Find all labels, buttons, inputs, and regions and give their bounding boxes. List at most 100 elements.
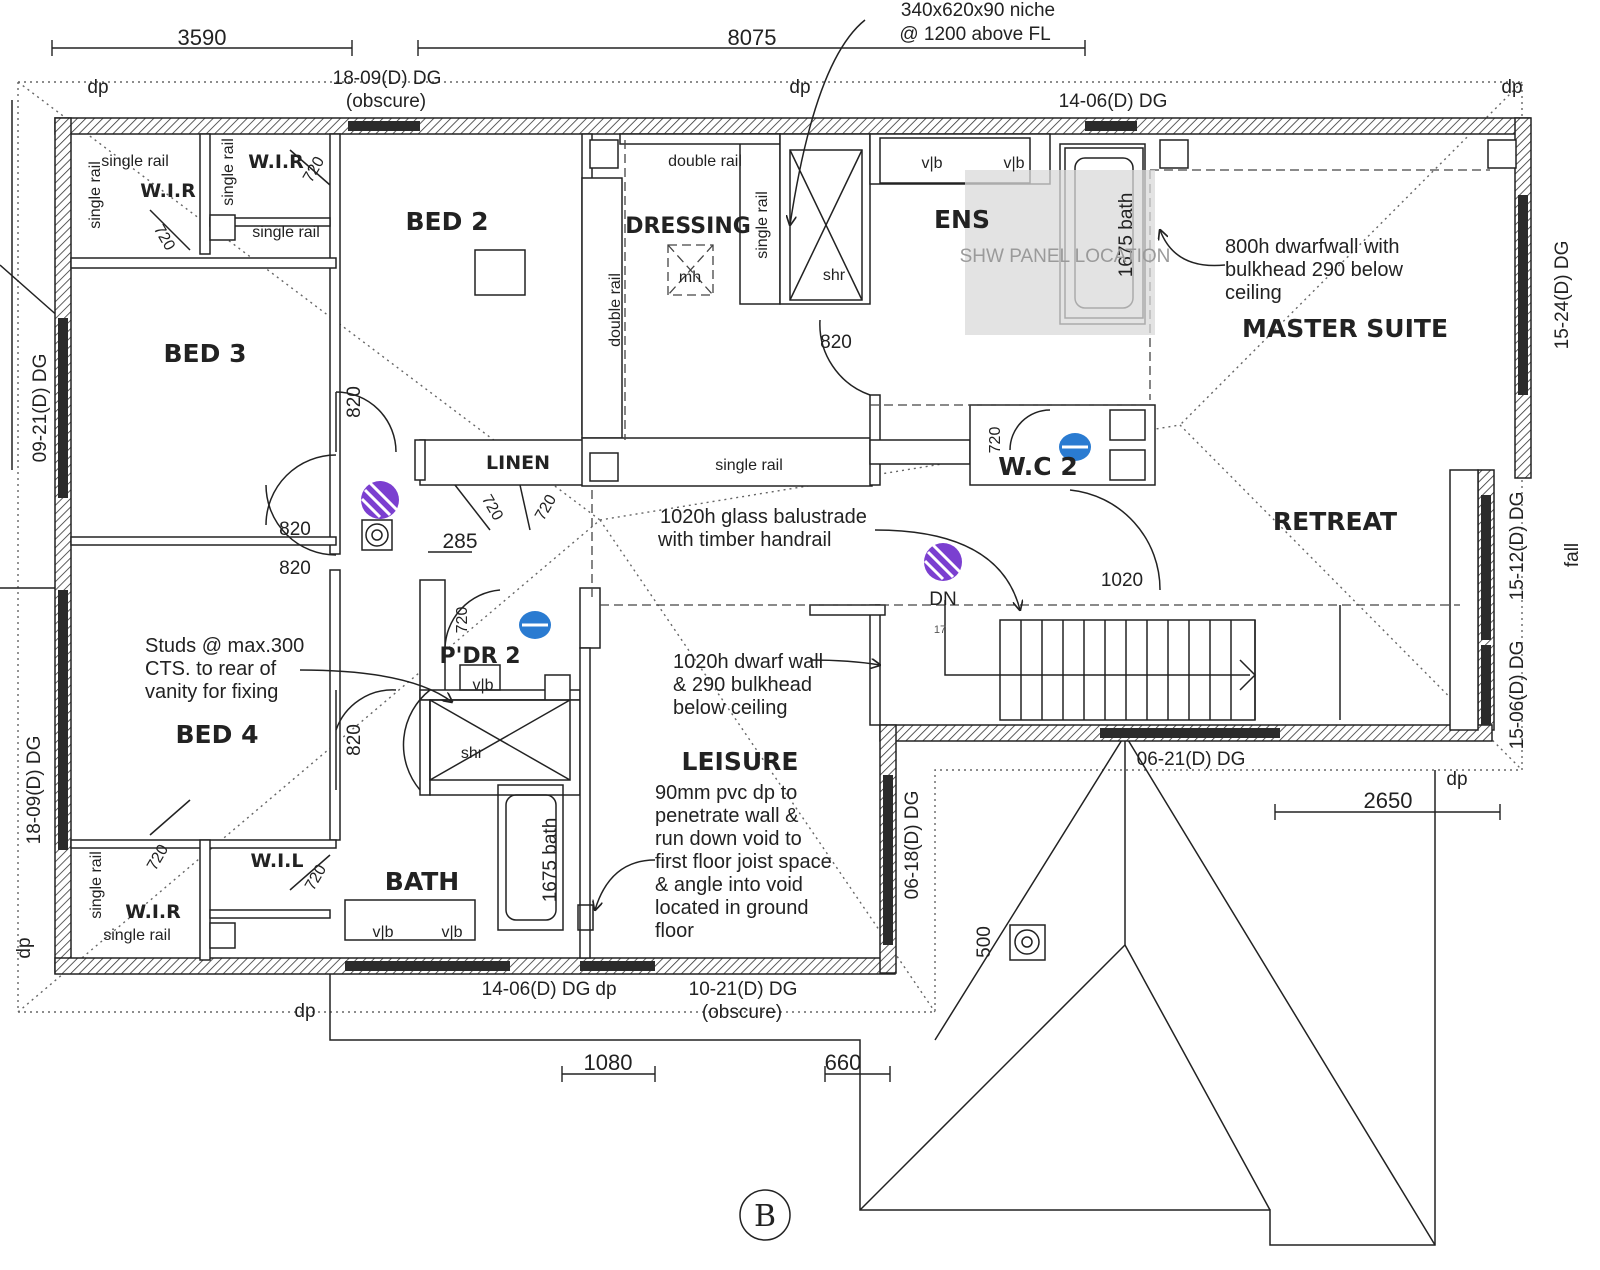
door-size-820: 820 — [344, 724, 365, 756]
note-dwarf-1020: 1020h dwarf wall — [673, 651, 823, 673]
fixture-double-rail: double rail — [607, 273, 624, 347]
room-wil: W.I.L — [250, 850, 303, 872]
section-marker — [739, 1189, 791, 1241]
room-wir-top-mid: W.I.R — [248, 151, 304, 173]
window-right-lower: 15-06(D) DG — [1507, 641, 1528, 750]
door-size-720: 720 — [150, 222, 178, 254]
door-swings — [149, 149, 1161, 891]
room-bed-4: BED 4 — [176, 720, 259, 749]
note-studs: Studs @ max.300 — [145, 635, 304, 657]
door-size-1020: 1020 — [1101, 570, 1143, 591]
note-studs: CTS. to rear of — [145, 658, 277, 680]
room-bed-3: BED 3 — [164, 339, 247, 368]
fixture-vanity-basin: v|b — [1003, 155, 1024, 172]
note-pvc: located in ground — [655, 897, 808, 919]
window-bottom-leisure-sub: (obscure) — [702, 1002, 782, 1023]
fixture-single-rail: single rail — [101, 153, 169, 170]
room-wc-2: W.C 2 — [998, 452, 1077, 481]
note-balustrade: 1020h glass balustrade — [660, 506, 867, 528]
fixture-single-rail: single rail — [88, 851, 105, 919]
note-pvc: run down void to — [655, 828, 802, 850]
room-ens: ENS — [934, 205, 990, 234]
note-niche: @ 1200 above FL — [899, 24, 1050, 45]
fixtures — [344, 137, 1155, 961]
note-pvc: penetrate wall & — [655, 805, 799, 827]
door-size-820: 820 — [279, 519, 311, 540]
left-edge-lines — [0, 100, 61, 589]
door-size-820: 820 — [279, 558, 311, 579]
manhole-icon — [667, 244, 714, 296]
window-top-obscure: 18-09(D) DG — [333, 68, 442, 89]
door-size-720: 720 — [454, 607, 471, 634]
room-bed-2: BED 2 — [406, 207, 489, 236]
note-dwarf-1020: & 290 bulkhead — [673, 674, 812, 696]
leader-lines — [299, 19, 1226, 910]
section-marker-label: B — [754, 1199, 776, 1234]
note-dwarfwall: ceiling — [1225, 282, 1282, 304]
window-left-lower: 18-09(D) DG — [24, 736, 45, 845]
dim-285: 285 — [442, 530, 477, 553]
windows — [58, 121, 1528, 971]
window-retreat-bottom: 06-21(D) DG — [1137, 749, 1246, 770]
fall-label: fall — [1562, 543, 1583, 567]
window-bottom-leisure: 10-21(D) DG — [689, 979, 798, 1000]
fixture-bath-ens: 1675 bath — [1116, 193, 1137, 278]
toilet-icon — [519, 433, 1091, 639]
window-top-obscure-sub: (obscure) — [346, 91, 426, 112]
dim-1080: 1080 — [584, 1050, 633, 1075]
fixture-single-rail: single rail — [87, 161, 104, 229]
note-dwarfwall: bulkhead 290 below — [1225, 259, 1403, 281]
downpipe-label: dp — [14, 937, 35, 958]
downpipe-label: dp — [87, 77, 108, 98]
fixture-single-rail: single rail — [754, 191, 771, 259]
fixture-single-rail: single rail — [220, 138, 237, 206]
window-right-upper: 15-24(D) DG — [1552, 241, 1573, 350]
dim-8075: 8075 — [728, 25, 777, 50]
dim-2650: 2650 — [1364, 788, 1413, 813]
stair-count: 17 — [934, 624, 946, 636]
fixture-vanity-basin: v|b — [441, 924, 462, 941]
downpipe-label: dp — [294, 1001, 315, 1022]
downpipe-label: dp — [1446, 769, 1467, 790]
note-pvc: first floor joist space — [655, 851, 832, 873]
fixture-shower: shr — [461, 745, 484, 762]
note-pvc: floor — [655, 920, 694, 942]
room-leisure: LEISURE — [682, 747, 799, 776]
room-bath: BATH — [385, 867, 459, 896]
note-studs: vanity for fixing — [145, 681, 278, 703]
lower-roof-outline — [329, 732, 1436, 1246]
room-linen: LINEN — [486, 452, 550, 474]
wall-boxes — [209, 139, 1517, 949]
shw-panel-location: SHW PANEL LOCATION — [960, 246, 1171, 267]
fixture-single-rail: single rail — [103, 927, 171, 944]
note-niche: 340x620x90 niche — [901, 0, 1055, 21]
fixture-vanity-basin: v|b — [372, 924, 393, 941]
door-size-820: 820 — [820, 332, 852, 353]
downpipe-void-icon — [361, 519, 1046, 961]
dim-3590: 3590 — [178, 25, 227, 50]
fixture-single-rail: single rail — [252, 224, 320, 241]
fixture-vanity-basin: v|b — [921, 155, 942, 172]
room-master-suite: MASTER SUITE — [1242, 314, 1448, 343]
window-right-mid: 15-12(D) DG — [1507, 492, 1528, 601]
note-dwarfwall: 800h dwarfwall with — [1225, 236, 1400, 258]
door-size-820: 820 — [344, 386, 365, 418]
note-pvc: 90mm pvc dp to — [655, 782, 797, 804]
note-pvc: & angle into void — [655, 874, 803, 896]
fixture-manhole: mh — [679, 269, 701, 286]
room-dressing: DRESSING — [625, 214, 751, 239]
door-size-720: 720 — [300, 154, 328, 186]
room-retreat: RETREAT — [1273, 507, 1397, 536]
downpipe-label: dp — [595, 979, 616, 1000]
note-dwarf-1020: below ceiling — [673, 697, 788, 719]
room-pdr-2: P'DR 2 — [439, 644, 520, 669]
dimension-lines — [51, 40, 1501, 1082]
room-wir-bottom: W.I.R — [125, 901, 181, 923]
dim-660: 660 — [825, 1050, 862, 1075]
window-top-right: 14-06(D) DG — [1059, 91, 1168, 112]
door-size-720: 720 — [302, 862, 330, 894]
room-wir-top-left: W.I.R — [140, 180, 196, 202]
fixture-single-rail: single rail — [715, 457, 783, 474]
smoke-detector-icon — [360, 481, 962, 581]
